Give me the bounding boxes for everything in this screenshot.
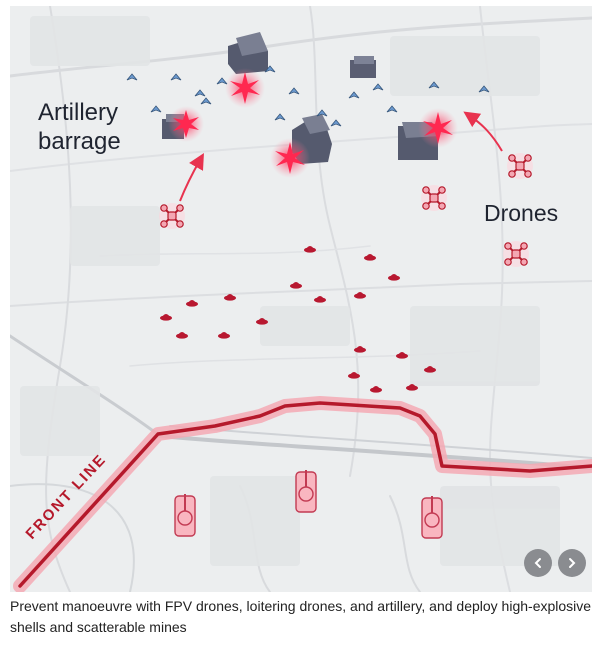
scatterable-mines — [160, 246, 436, 393]
fpv-drones — [126, 65, 490, 127]
artillery-barrage-label: Artillery barrage — [38, 98, 121, 156]
fpv-drone-icon — [126, 73, 138, 81]
front-line-stroke — [18, 401, 592, 588]
fpv-drone-icon — [372, 83, 384, 91]
map-canvas: FRONT LINE — [10, 6, 592, 592]
arrow-icon — [179, 153, 204, 202]
fpv-drone-icon — [348, 91, 360, 99]
building-icon — [350, 56, 376, 78]
mine-icon — [364, 254, 376, 261]
blast-icon — [225, 68, 265, 108]
front-line — [13, 396, 592, 592]
tank-icon — [421, 496, 443, 539]
fpv-drone-icon — [316, 109, 328, 117]
attack-arrows — [179, 111, 503, 202]
figure-caption: Prevent manoeuvre with FPV drones, loite… — [10, 598, 592, 635]
mine-icon — [370, 386, 382, 393]
artillery-label-line1: Artillery — [38, 99, 119, 126]
mine-icon — [186, 300, 198, 307]
mine-icon — [424, 366, 436, 373]
drones-label: Drones — [484, 200, 559, 226]
mine-icon — [314, 296, 326, 303]
mine-icon — [396, 352, 408, 359]
arrow-icon — [463, 111, 503, 152]
mine-icon — [290, 282, 302, 289]
tanks — [174, 470, 443, 539]
fpv-drone-icon — [274, 113, 286, 121]
fpv-drone-icon — [478, 85, 490, 93]
mine-icon — [224, 294, 236, 301]
mine-icon — [160, 314, 172, 321]
fpv-drone-icon — [150, 105, 162, 113]
blast-icon — [168, 106, 204, 142]
mine-icon — [354, 346, 366, 353]
mine-icon — [406, 384, 418, 391]
field-patches — [20, 16, 560, 566]
quadcopter-drone-icon — [159, 203, 185, 229]
fpv-drone-icon — [386, 105, 398, 113]
fpv-drone-icon — [170, 73, 182, 81]
mine-icon — [256, 318, 268, 325]
fpv-drone-icon — [428, 81, 440, 89]
quadcopter-drones — [159, 153, 533, 267]
previous-button[interactable] — [524, 549, 552, 577]
mine-icon — [388, 274, 400, 281]
mine-icon — [304, 246, 316, 253]
blast-icon — [418, 108, 458, 148]
artillery-label-line2: barrage — [38, 128, 121, 155]
fpv-drone-icon — [288, 87, 300, 95]
fpv-drone-icon — [264, 65, 276, 73]
blasts — [168, 68, 458, 178]
mine-icon — [348, 372, 360, 379]
chevron-right-icon — [569, 558, 576, 568]
fpv-drone-icon — [200, 97, 212, 105]
tank-icon — [174, 494, 196, 537]
quadcopter-drone-icon — [507, 153, 533, 179]
blast-icon — [270, 138, 310, 178]
next-button[interactable] — [558, 549, 586, 577]
mine-icon — [354, 292, 366, 299]
chevron-left-icon — [534, 558, 541, 568]
fpv-drone-icon — [194, 89, 206, 97]
quadcopter-drone-icon — [421, 185, 447, 211]
quadcopter-drone-icon — [503, 241, 529, 267]
fpv-drone-icon — [330, 119, 342, 127]
mine-icon — [218, 332, 230, 339]
building-icon — [228, 32, 268, 74]
tank-icon — [295, 470, 317, 513]
mine-icon — [176, 332, 188, 339]
battlefield-map: FRONT LINE — [10, 6, 592, 592]
fpv-drone-icon — [216, 77, 228, 85]
